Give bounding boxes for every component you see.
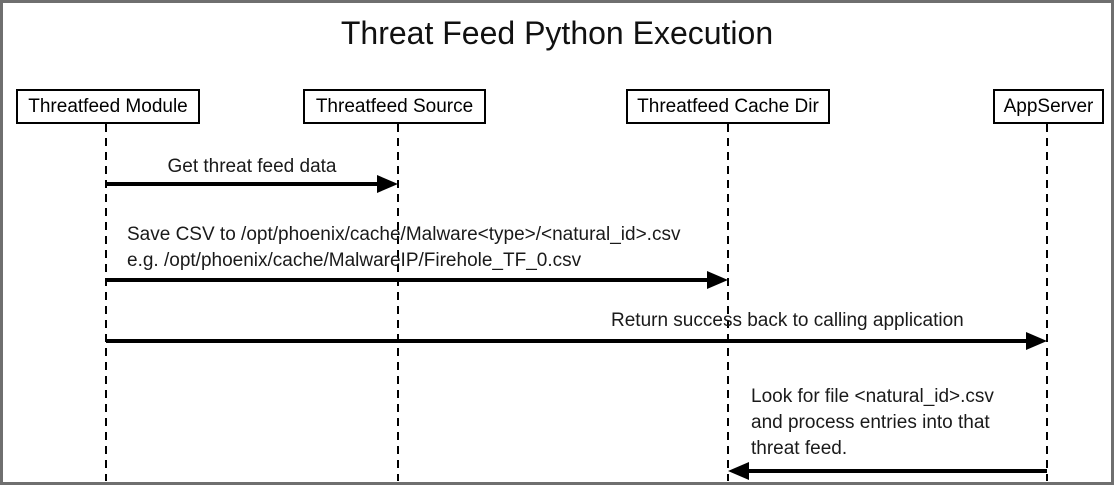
message-label: Save CSV to /opt/phoenix/cache/Malware<t… xyxy=(127,222,680,274)
message-label-line: e.g. /opt/phoenix/cache/MalwareIP/Fireho… xyxy=(127,250,582,271)
actor-appserver: AppServer xyxy=(993,89,1104,124)
actor-label: AppServer xyxy=(1003,95,1094,117)
lifeline-appserver xyxy=(1046,124,1048,481)
lifeline-threatfeed-cache-dir xyxy=(727,124,729,481)
actor-threatfeed-source: Threatfeed Source xyxy=(303,89,486,124)
message-label: Look for file <natural_id>.csv and proce… xyxy=(751,384,994,462)
message-label-line: and process entries into that xyxy=(751,412,990,433)
arrowhead-right-icon xyxy=(377,175,398,193)
actor-label: Threatfeed Source xyxy=(315,95,474,117)
actor-label: Threatfeed Module xyxy=(28,95,188,117)
diagram-title: Threat Feed Python Execution xyxy=(340,15,774,51)
message-arrow-line xyxy=(106,339,1029,343)
actor-threatfeed-cache-dir: Threatfeed Cache Dir xyxy=(626,89,830,124)
message-label-line: Look for file <natural_id>.csv xyxy=(751,386,994,407)
lifeline-threatfeed-module xyxy=(105,124,107,481)
actor-label: Threatfeed Cache Dir xyxy=(637,95,819,117)
message-label: Get threat feed data xyxy=(167,156,337,177)
message-label-line: Save CSV to /opt/phoenix/cache/Malware<t… xyxy=(127,224,681,245)
message-label-line: threat feed. xyxy=(751,438,848,459)
message-arrow-line xyxy=(106,182,381,186)
message-arrow-line xyxy=(106,278,710,282)
arrowhead-left-icon xyxy=(728,462,749,480)
actor-threatfeed-module: Threatfeed Module xyxy=(16,89,200,124)
lifeline-threatfeed-source xyxy=(397,124,399,481)
arrowhead-right-icon xyxy=(707,271,728,289)
message-arrow-line xyxy=(747,469,1047,473)
arrowhead-right-icon xyxy=(1026,332,1047,350)
message-label: Return success back to calling applicati… xyxy=(611,310,964,331)
